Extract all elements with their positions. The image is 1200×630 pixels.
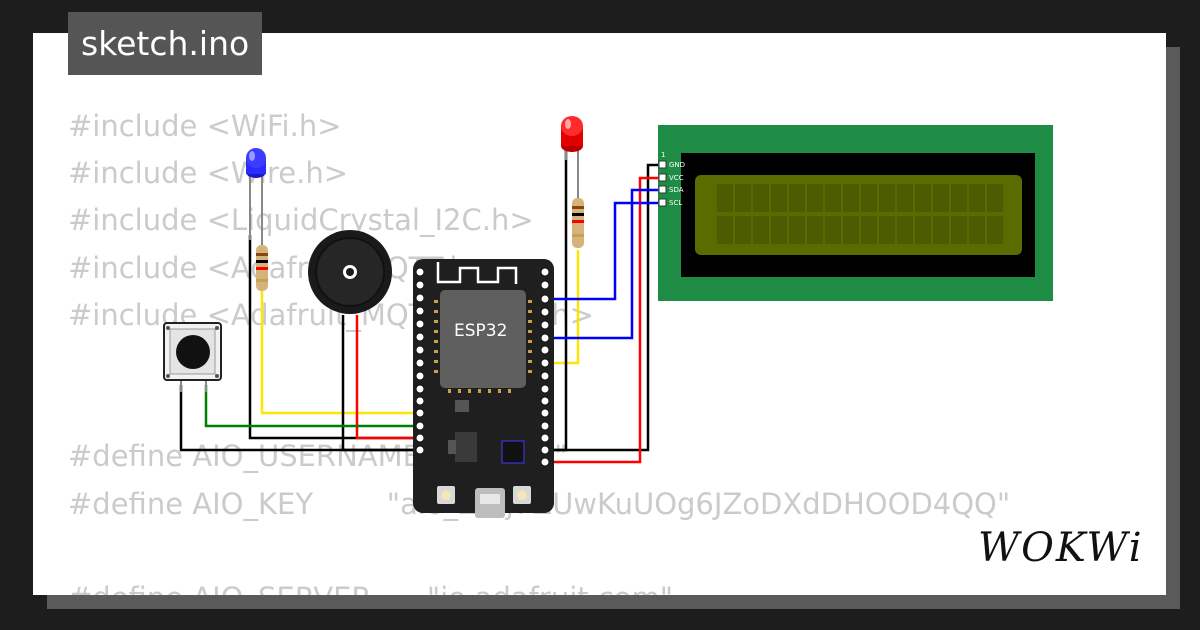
code-line: #include <Wire.h> — [68, 156, 349, 191]
wire-red-lcd-vcc[interactable] — [545, 176, 664, 464]
left-header-pins — [415, 267, 425, 455]
esp32-board[interactable]: ESP32 — [413, 259, 554, 518]
board-label: ESP32 — [454, 321, 507, 341]
code-line: #define AIO_SERVER "io.adafruit.com" — [68, 575, 1010, 595]
lcd-pins — [658, 160, 667, 207]
piezo-buzzer[interactable] — [308, 230, 392, 314]
file-name-tab[interactable]: sketch.ino — [68, 12, 263, 75]
wire-black-lcd-gnd[interactable] — [545, 163, 664, 452]
wokwi-logo: WOKWi — [978, 525, 1144, 571]
wire-red-buzzer[interactable] — [355, 315, 420, 440]
red-led[interactable] — [561, 116, 583, 200]
wires — [179, 150, 664, 464]
resistor-red-led[interactable] — [572, 198, 584, 248]
wire-black-buzzer[interactable] — [341, 315, 420, 452]
wire-black-button[interactable] — [179, 385, 420, 452]
right-header-pins — [540, 267, 550, 467]
module-pads — [434, 300, 532, 393]
wire-green-button[interactable] — [204, 385, 420, 428]
wire-blue-lcd-sda[interactable] — [545, 188, 664, 340]
lcd-character-cells — [717, 184, 1003, 244]
lcd-pin1-marker: 1 — [661, 151, 665, 159]
wire-yellow-redled[interactable] — [545, 250, 580, 365]
code-preview: #include <WiFi.h>#include <Wire.h>#inclu… — [68, 103, 1010, 595]
lcd-display[interactable]: 1 GND VCC SDA SCL — [658, 125, 1053, 301]
wire-blue-lcd-scl[interactable] — [545, 201, 664, 301]
wire-yellow-led[interactable] — [260, 290, 420, 415]
lcd-pin-scl: SCL — [669, 199, 682, 207]
push-button[interactable] — [163, 322, 222, 392]
code-line: #include <WiFi.h> — [68, 109, 342, 143]
blue-led[interactable] — [246, 148, 266, 245]
resistor-blue-led[interactable] — [256, 245, 268, 291]
lcd-pin-sda: SDA — [669, 186, 684, 194]
lcd-pin-gnd: GND — [669, 161, 685, 169]
lcd-pin-vcc: VCC — [669, 174, 684, 182]
